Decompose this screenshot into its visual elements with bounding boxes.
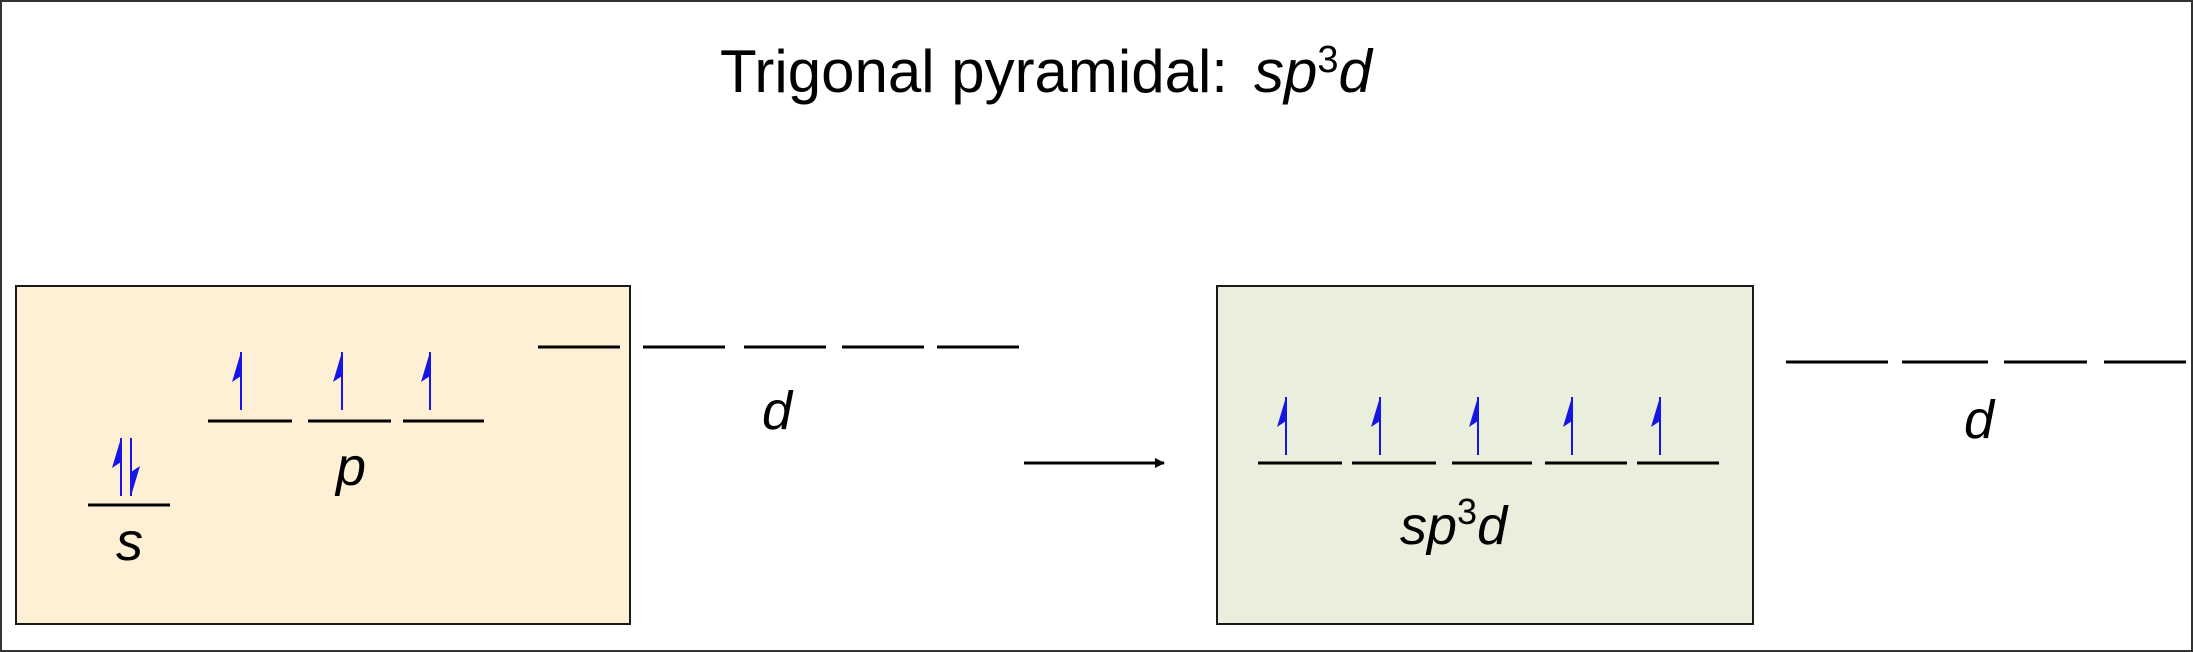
title-hybrid-base: sp xyxy=(1254,38,1317,105)
hybrid-electrons xyxy=(1277,397,1661,455)
title-prefix: Trigonal pyramidal: xyxy=(720,38,1228,105)
electron-up-arrow xyxy=(1651,397,1661,455)
d-label-right: d xyxy=(1964,390,1996,450)
electron-up-arrow xyxy=(112,438,122,496)
hybrid-label-tail: d xyxy=(1477,496,1509,556)
d-label-left: d xyxy=(762,381,794,441)
hybrid-label-base: sp xyxy=(1400,496,1457,556)
p-electrons xyxy=(232,352,431,410)
s-electron-pair xyxy=(112,438,140,496)
electron-down-arrow xyxy=(130,438,140,496)
electron-up-arrow xyxy=(232,352,242,410)
hybrid-label-sup: 3 xyxy=(1457,491,1477,532)
electron-up-arrow xyxy=(1277,397,1287,455)
s-label: s xyxy=(116,512,143,572)
electron-up-arrow xyxy=(1469,397,1479,455)
electron-up-arrow xyxy=(1371,397,1381,455)
hybrid-label: sp3d xyxy=(1400,491,1509,556)
hybridized-state-box xyxy=(1216,285,1754,625)
p-label: p xyxy=(334,437,366,497)
electron-up-arrow xyxy=(1563,397,1573,455)
title-hybrid-tail: d xyxy=(1339,38,1374,105)
ground-state-box xyxy=(15,285,631,625)
title-hybrid-sup: 3 xyxy=(1317,39,1338,81)
electron-up-arrow xyxy=(333,352,343,410)
electron-up-arrow xyxy=(421,352,431,410)
slide-title: Trigonal pyramidal: sp3d xyxy=(720,38,1374,105)
